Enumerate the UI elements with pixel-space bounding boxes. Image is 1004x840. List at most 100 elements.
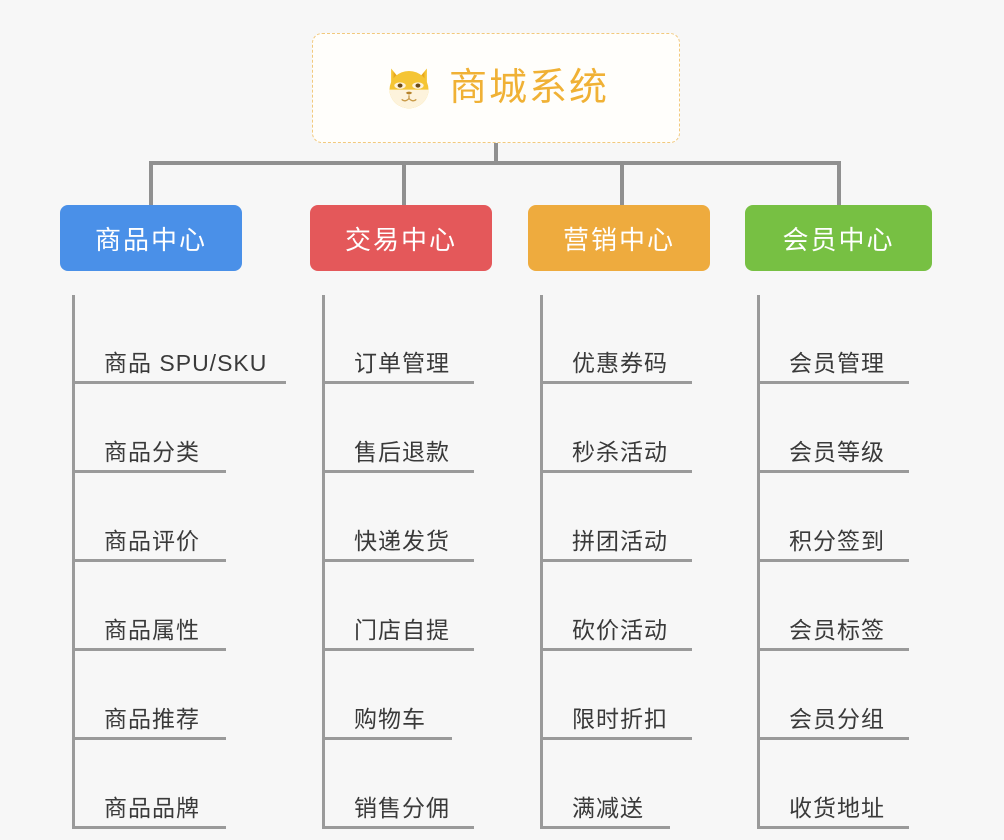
list-item[interactable]: 商品 SPU/SKU [60, 295, 310, 384]
leaf-underline [322, 381, 474, 384]
connector-horizontal-bus [149, 161, 841, 165]
category-column-commodity: 商品中心 商品 SPU/SKU 商品分类 商品评价 商品属性 商品推荐 [60, 205, 310, 829]
leaf-label: 收货地址 [789, 795, 885, 821]
list-item[interactable]: 门店自提 [310, 562, 550, 651]
connector-drop-4 [837, 161, 841, 207]
leaf-label: 门店自提 [354, 617, 450, 643]
leaf-label: 会员管理 [789, 350, 885, 376]
list-item[interactable]: 商品评价 [60, 473, 310, 562]
category-header-member[interactable]: 会员中心 [745, 205, 932, 271]
leaf-label: 商品评价 [104, 528, 200, 554]
leaf-underline [72, 559, 226, 562]
leaf-underline [757, 737, 909, 740]
leaf-label: 拼团活动 [572, 528, 668, 554]
category-header-trade[interactable]: 交易中心 [310, 205, 492, 271]
list-item[interactable]: 售后退款 [310, 384, 550, 473]
category-header-marketing[interactable]: 营销中心 [528, 205, 710, 271]
root-node[interactable]: 商城系统 [312, 33, 680, 143]
list-item[interactable]: 收货地址 [745, 740, 985, 829]
leaf-underline [757, 470, 909, 473]
leaf-underline [322, 559, 474, 562]
list-item[interactable]: 限时折扣 [528, 651, 768, 740]
category-header-label: 营销中心 [562, 224, 675, 255]
leaf-underline [322, 648, 474, 651]
leaf-label: 会员等级 [789, 439, 885, 465]
leaf-label: 商品分类 [104, 439, 200, 465]
leaf-label: 商品属性 [104, 617, 200, 643]
leaf-list-member: 会员管理 会员等级 积分签到 会员标签 会员分组 收货地址 [745, 295, 985, 829]
list-item[interactable]: 砍价活动 [528, 562, 768, 651]
leaf-label: 会员标签 [789, 617, 885, 643]
leaf-label: 销售分佣 [354, 795, 450, 821]
leaf-label: 满减送 [572, 795, 644, 821]
list-item[interactable]: 商品推荐 [60, 651, 310, 740]
list-item[interactable]: 会员标签 [745, 562, 985, 651]
leaf-label: 订单管理 [354, 350, 450, 376]
leaf-underline [757, 648, 909, 651]
leaf-underline [322, 737, 452, 740]
leaf-underline [540, 826, 670, 829]
root-title: 商城系统 [448, 67, 609, 109]
list-item[interactable]: 积分签到 [745, 473, 985, 562]
list-item[interactable]: 优惠券码 [528, 295, 768, 384]
leaf-underline [540, 559, 692, 562]
leaf-label: 商品 SPU/SKU [104, 350, 268, 376]
leaf-underline [757, 826, 909, 829]
leaf-label: 积分签到 [789, 528, 885, 554]
list-item[interactable]: 商品分类 [60, 384, 310, 473]
category-header-label: 会员中心 [782, 224, 895, 255]
leaf-label: 商品品牌 [104, 795, 200, 821]
column-spine [540, 295, 543, 829]
leaf-underline [322, 826, 474, 829]
list-item[interactable]: 会员等级 [745, 384, 985, 473]
list-item[interactable]: 商品属性 [60, 562, 310, 651]
list-item[interactable]: 订单管理 [310, 295, 550, 384]
list-item[interactable]: 满减送 [528, 740, 768, 829]
list-item[interactable]: 商品品牌 [60, 740, 310, 829]
list-item[interactable]: 拼团活动 [528, 473, 768, 562]
leaf-label: 砍价活动 [572, 617, 668, 643]
connector-drop-2 [402, 161, 406, 207]
connector-drop-3 [620, 161, 624, 207]
leaf-underline [540, 381, 692, 384]
leaf-label: 购物车 [354, 706, 426, 732]
leaf-label: 快递发货 [354, 528, 450, 554]
leaf-label: 商品推荐 [104, 706, 200, 732]
leaf-label: 限时折扣 [572, 706, 668, 732]
leaf-list-trade: 订单管理 售后退款 快递发货 门店自提 购物车 销售分佣 [310, 295, 550, 829]
leaf-underline [757, 381, 909, 384]
column-spine [322, 295, 325, 829]
category-column-marketing: 营销中心 优惠券码 秒杀活动 拼团活动 砍价活动 限时折扣 [528, 205, 768, 829]
connector-root-stem [494, 143, 498, 165]
leaf-list-commodity: 商品 SPU/SKU 商品分类 商品评价 商品属性 商品推荐 商品品牌 [60, 295, 310, 829]
leaf-label: 优惠券码 [572, 350, 668, 376]
leaf-underline [540, 737, 692, 740]
leaf-underline [72, 648, 226, 651]
leaf-underline [72, 381, 286, 384]
connector-drop-1 [149, 161, 153, 207]
category-header-label: 交易中心 [344, 224, 457, 255]
leaf-underline [72, 826, 226, 829]
list-item[interactable]: 会员分组 [745, 651, 985, 740]
category-column-trade: 交易中心 订单管理 售后退款 快递发货 门店自提 购物车 [310, 205, 550, 829]
leaf-underline [72, 737, 226, 740]
column-spine [72, 295, 75, 829]
leaf-label: 秒杀活动 [572, 439, 668, 465]
leaf-underline [757, 559, 909, 562]
category-header-commodity[interactable]: 商品中心 [60, 205, 242, 271]
column-spine [757, 295, 760, 829]
leaf-label: 售后退款 [354, 439, 450, 465]
list-item[interactable]: 购物车 [310, 651, 550, 740]
leaf-underline [540, 470, 692, 473]
leaf-underline [540, 648, 692, 651]
leaf-list-marketing: 优惠券码 秒杀活动 拼团活动 砍价活动 限时折扣 满减送 [528, 295, 768, 829]
leaf-underline [322, 470, 474, 473]
list-item[interactable]: 会员管理 [745, 295, 985, 384]
shiba-dog-icon [389, 68, 429, 109]
list-item[interactable]: 秒杀活动 [528, 384, 768, 473]
category-header-label: 商品中心 [94, 224, 207, 255]
list-item[interactable]: 销售分佣 [310, 740, 550, 829]
list-item[interactable]: 快递发货 [310, 473, 550, 562]
leaf-label: 会员分组 [789, 706, 885, 732]
